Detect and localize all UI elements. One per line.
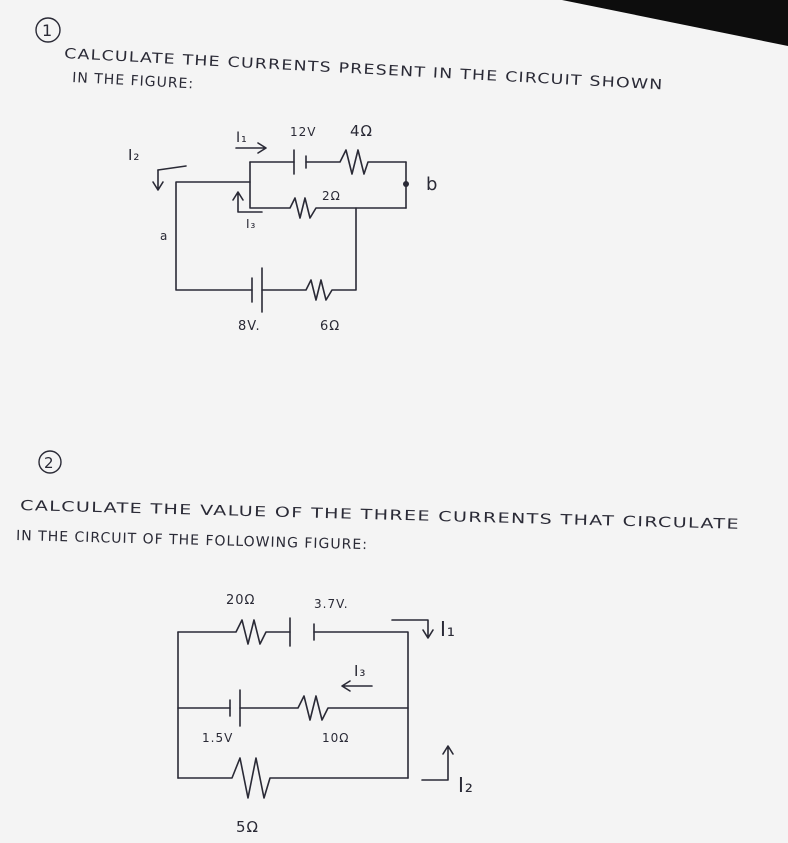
label-node-a: a	[160, 229, 168, 243]
label-I1: I₁	[236, 130, 248, 146]
problem-1-number: 1	[42, 21, 53, 40]
arrow-I3	[232, 191, 263, 213]
resistor-6-ohm	[261, 207, 357, 301]
label-6-ohm: 6Ω	[320, 319, 340, 334]
resistor-20-ohm	[177, 619, 291, 645]
resistor-10-ohm	[239, 695, 409, 721]
label-2-ohm: 2Ω	[322, 189, 341, 203]
circuit-1-wire-left-loop	[175, 181, 253, 291]
circuit-2	[177, 617, 454, 799]
resistor-5-ohm	[177, 757, 409, 799]
label-1-5v: 1.5V	[202, 731, 233, 745]
label-4-ohm: 4Ω	[350, 122, 373, 140]
arrow-I1-circuit-2	[391, 619, 434, 639]
label-I2: I₂	[128, 146, 140, 164]
arrow-I1	[235, 142, 267, 154]
label-I3-circuit-2: I₃	[354, 662, 366, 680]
arrow-I2-circuit-2	[421, 745, 454, 781]
label-8v: 8V.	[238, 319, 261, 334]
label-10-ohm: 10Ω	[322, 731, 349, 745]
problem-2-number: 2	[44, 454, 55, 472]
node-b-dot	[403, 181, 409, 187]
problem-1-number-circle	[35, 17, 61, 43]
label-I1-circuit-2: I₁	[440, 617, 456, 641]
arrow-I3-circuit-2	[341, 680, 373, 692]
label-20-ohm: 20Ω	[226, 593, 255, 608]
label-3-7v: 3.7V.	[314, 597, 349, 611]
resistor-4-ohm	[305, 149, 407, 175]
arrow-I2-tail	[157, 165, 187, 171]
label-5-ohm: 5Ω	[236, 818, 259, 836]
arrow-I2-head	[152, 169, 164, 191]
circuit-1	[152, 142, 409, 313]
problem-1-statement-line-2: IN THE FIGURE:	[72, 70, 195, 92]
label-12v: 12V	[290, 125, 316, 139]
circuit-2-wire-top-right	[313, 631, 409, 779]
label-node-b: b	[426, 174, 438, 195]
label-I2-circuit-2: I₂	[458, 773, 474, 797]
problem-2-number-circle	[38, 450, 62, 474]
resistor-2-ohm	[249, 161, 407, 219]
label-I3: I₃	[246, 217, 256, 231]
